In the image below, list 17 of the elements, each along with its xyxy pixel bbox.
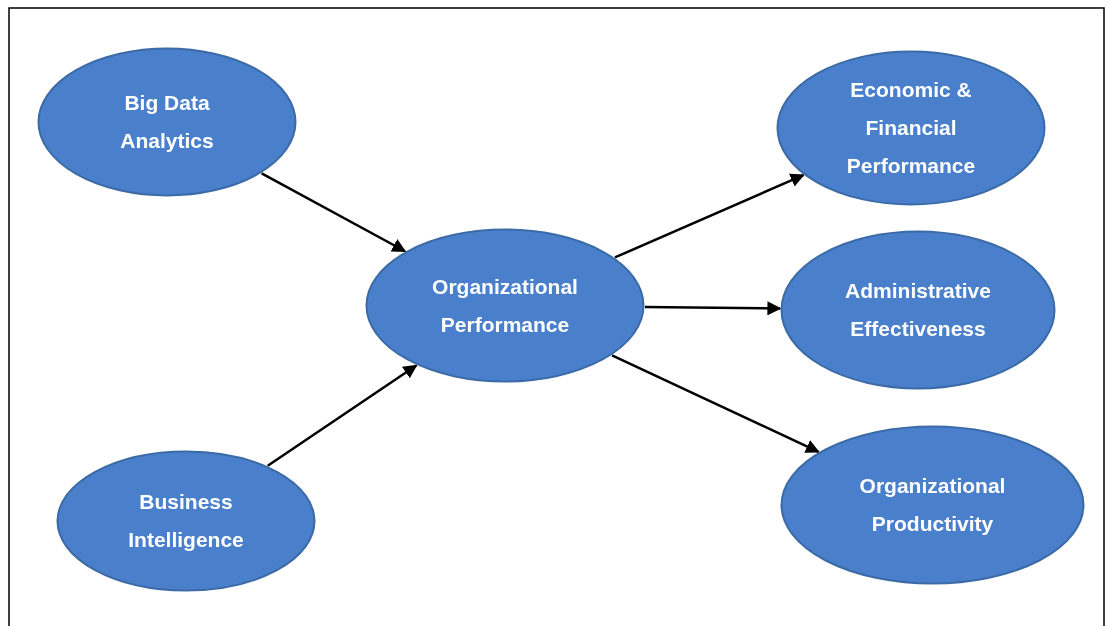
arrow bbox=[644, 301, 782, 316]
ellipse-node bbox=[776, 50, 1046, 206]
node-label: Organizational Performance bbox=[431, 273, 579, 338]
ellipse-node bbox=[365, 228, 645, 383]
arrow bbox=[614, 173, 805, 259]
arrow bbox=[267, 364, 418, 467]
ellipse-node bbox=[56, 450, 316, 592]
ellipse-node bbox=[780, 425, 1085, 585]
node-label: Organizational Productivity bbox=[858, 473, 1007, 537]
arrow bbox=[611, 354, 820, 453]
node-label: Economic & Financial Performance bbox=[845, 77, 977, 179]
ellipse-node bbox=[780, 230, 1056, 390]
node-label: Big Data Analytics bbox=[119, 90, 215, 154]
node-label: Business Intelligence bbox=[127, 489, 245, 553]
ellipse-node bbox=[37, 47, 297, 197]
node-label: Administrative Effectiveness bbox=[844, 278, 992, 342]
arrow bbox=[261, 172, 407, 253]
